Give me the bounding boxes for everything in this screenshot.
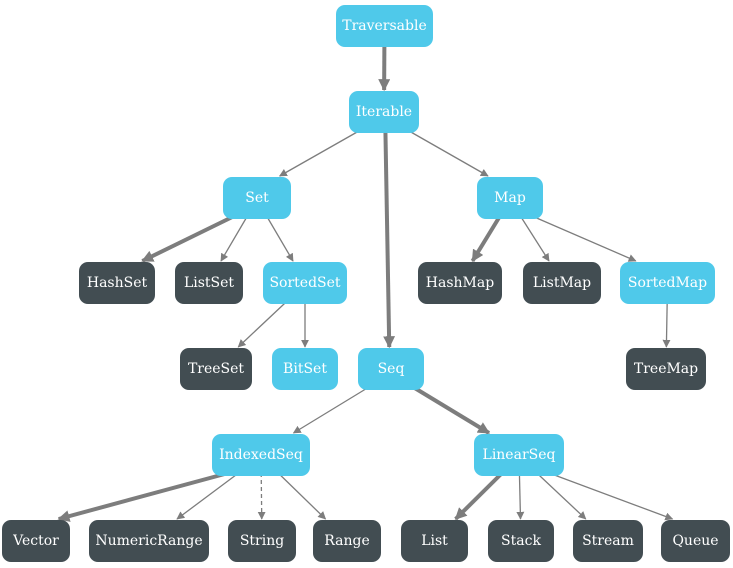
node-treemap: TreeMap [626, 348, 706, 390]
node-bitset: BitSet [272, 348, 338, 390]
node-list: List [401, 520, 468, 562]
node-hashmap: HashMap [418, 262, 502, 304]
node-sortedmap: SortedMap [620, 262, 715, 304]
node-stack: Stack [488, 520, 554, 562]
node-numericrange: NumericRange [89, 520, 209, 562]
edge-set-hashset [141, 214, 236, 263]
node-linearseq: LinearSeq [474, 434, 564, 476]
node-range: Range [313, 520, 381, 562]
node-indexedseq: IndexedSeq [212, 434, 310, 476]
node-listset: ListSet [175, 262, 243, 304]
edge-linearseq-stack [516, 472, 525, 520]
edge-linearseq-stream [536, 472, 587, 520]
edge-indexedseq-vector [57, 471, 229, 522]
edge-linearseq-queue [548, 472, 674, 521]
node-listmap: ListMap [523, 262, 601, 304]
edge-iterable-map [407, 129, 489, 177]
edge-set-sortedset [266, 215, 294, 262]
edge-iterable-seq [383, 129, 396, 349]
edge-map-listmap [519, 215, 550, 262]
node-hashset: HashSet [79, 262, 155, 304]
node-string: String [228, 520, 296, 562]
edge-sortedset-treeset [237, 300, 288, 348]
node-vector: Vector [2, 520, 70, 562]
node-seq: Seq [358, 348, 424, 390]
edge-sortedmap-treemap [662, 300, 671, 348]
edge-iterable-set [278, 129, 361, 177]
edge-seq-indexedseq [292, 386, 370, 434]
edge-indexedseq-string [257, 472, 266, 520]
node-sortedset: SortedSet [263, 262, 347, 304]
edge-map-sortedmap [531, 215, 637, 262]
node-stream: Stream [573, 520, 643, 562]
edge-seq-linearseq [411, 385, 491, 435]
edge-indexedseq-numericrange [176, 472, 239, 520]
node-queue: Queue [661, 520, 730, 562]
node-map: Map [477, 177, 543, 219]
edge-indexedseq-range [277, 472, 327, 520]
edge-linearseq-list [454, 471, 504, 521]
node-traversable: Traversable [336, 5, 433, 47]
edge-set-listset [220, 215, 248, 262]
edge-map-hashmap [470, 214, 502, 263]
node-iterable: Iterable [349, 91, 419, 133]
node-set: Set [223, 177, 291, 219]
node-treeset: TreeSet [180, 348, 252, 390]
